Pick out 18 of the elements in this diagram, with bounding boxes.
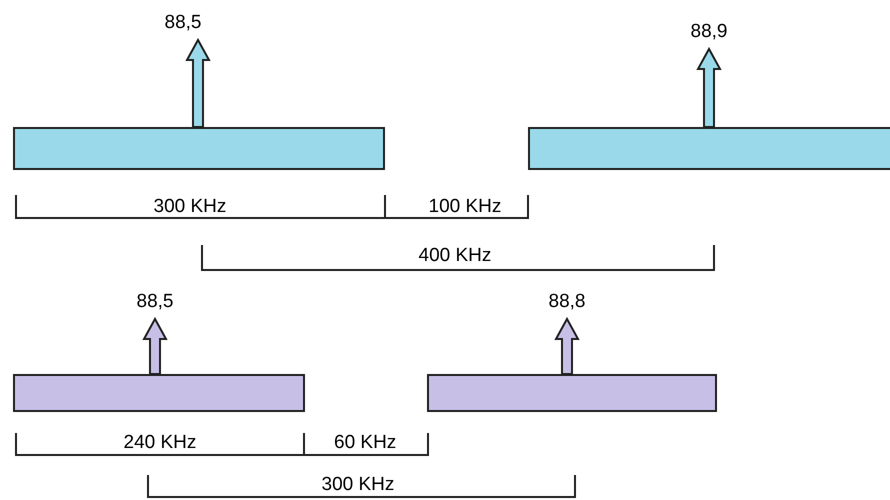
frequency-label: 88,9 (690, 21, 728, 43)
dimension-label: 300 KHz (154, 196, 226, 218)
arrow (142, 316, 168, 375)
band-bar (427, 374, 717, 412)
arrow (554, 316, 580, 375)
frequency-label: 88,5 (136, 291, 174, 313)
band-bar (13, 374, 305, 412)
frequency-label: 88,8 (548, 291, 586, 313)
dimension-label: 240 KHz (124, 432, 196, 454)
arrow (696, 46, 722, 128)
arrow (185, 38, 211, 128)
dimension-label: 60 KHz (334, 432, 396, 454)
dimension-label: 300 KHz (322, 474, 394, 496)
band-bar (528, 127, 890, 170)
dimension-label: 100 KHz (428, 196, 502, 218)
band-bar (13, 127, 385, 170)
frequency-label: 88,5 (164, 12, 202, 34)
dimension-label: 400 KHz (418, 245, 492, 267)
